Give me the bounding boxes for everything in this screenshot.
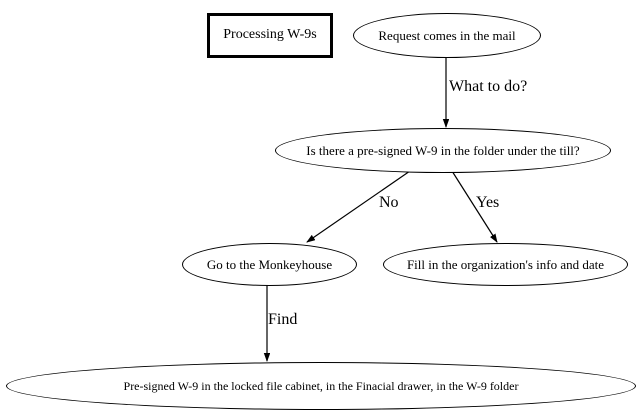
node-decision[interactable]: Is there a pre-signed W-9 in the folder … xyxy=(275,128,611,173)
edge-label-what-to-do: What to do? xyxy=(449,78,528,95)
node-monkeyhouse[interactable]: Go to the Monkeyhouse xyxy=(182,243,357,286)
edge-decision-to-monkey xyxy=(306,170,411,243)
node-cabinet[interactable]: Pre-signed W-9 in the locked file cabine… xyxy=(6,362,636,410)
node-monkeyhouse-label: Go to the Monkeyhouse xyxy=(206,256,333,272)
edge-label-yes: Yes xyxy=(476,194,500,211)
node-start-label: Request comes in the mail xyxy=(378,27,516,43)
title-box: Processing W-9s xyxy=(207,13,333,58)
node-fill-info-label: Fill in the organization's info and date xyxy=(406,256,605,272)
node-decision-label: Is there a pre-signed W-9 in the folder … xyxy=(306,142,580,158)
edge-decision-to-fill xyxy=(451,170,498,243)
node-fill-info[interactable]: Fill in the organization's info and date xyxy=(383,243,628,286)
node-start[interactable]: Request comes in the mail xyxy=(353,13,541,58)
title-box-label: Processing W-9s xyxy=(223,27,317,43)
node-cabinet-label: Pre-signed W-9 in the locked file cabine… xyxy=(123,378,519,393)
edge-label-find: Find xyxy=(268,311,298,328)
edge-label-no: No xyxy=(379,194,399,211)
